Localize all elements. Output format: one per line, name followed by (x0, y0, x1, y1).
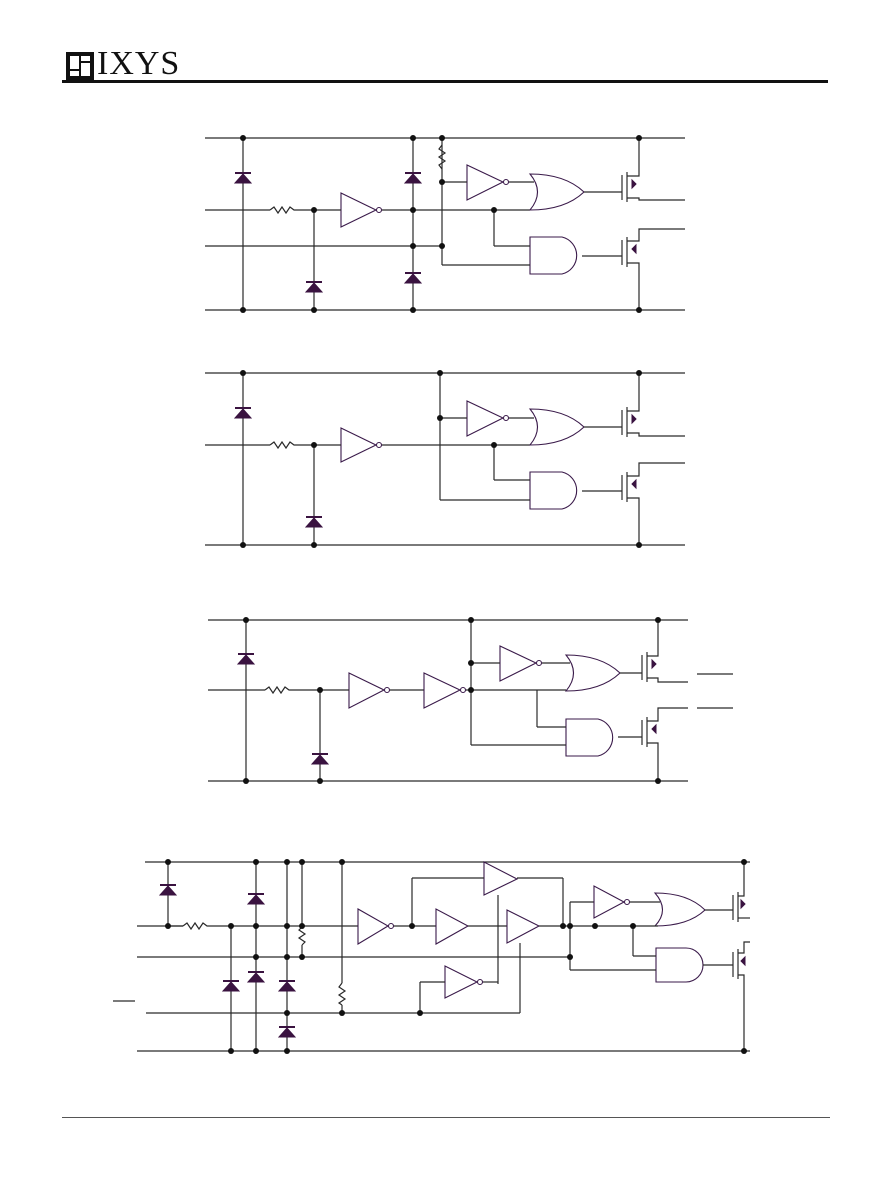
page-header: IXYS (0, 0, 892, 90)
header-rule (62, 80, 828, 83)
circuit-4 (113, 859, 750, 1054)
company-logo-text: IXYS (97, 45, 181, 82)
ixys-square-logo-icon (66, 52, 94, 80)
circuit-1 (205, 135, 685, 313)
circuit-2 (205, 370, 685, 548)
footer-rule (62, 1117, 830, 1118)
circuit-3 (208, 617, 733, 784)
